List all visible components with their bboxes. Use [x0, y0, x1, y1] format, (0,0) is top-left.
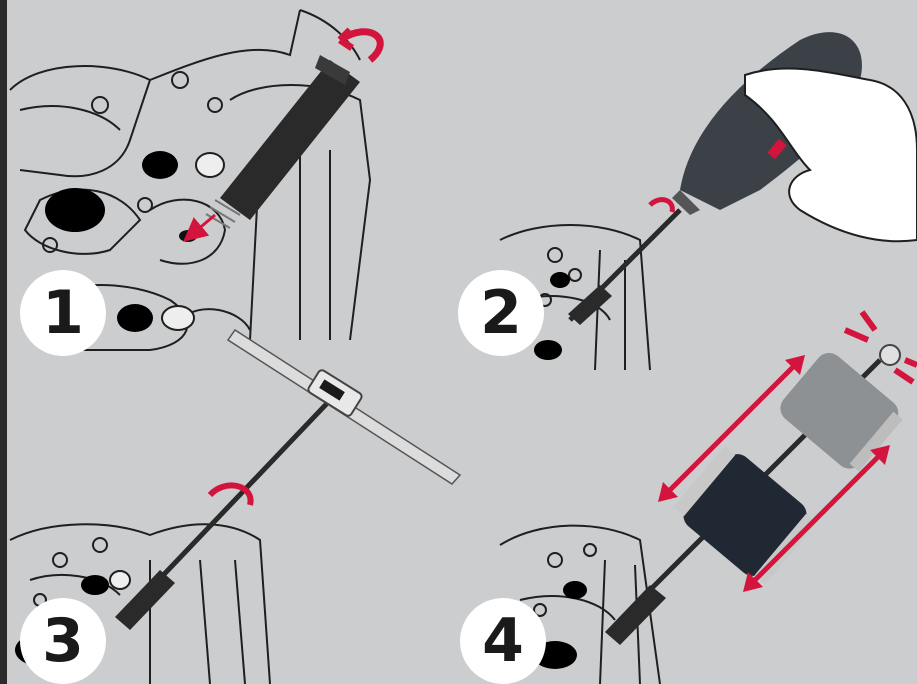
step-number: 2 — [480, 283, 522, 343]
panel-2-drill — [568, 32, 917, 325]
rotate-arrow-icon — [340, 30, 380, 60]
insert-arrow-icon — [190, 215, 215, 236]
panel-1-tap-adapter — [190, 30, 380, 236]
step-badge-4: 4 — [460, 598, 546, 684]
step-number: 4 — [482, 611, 524, 671]
step-badge-2: 2 — [458, 270, 544, 356]
rotate-arrow-icon — [650, 200, 672, 212]
panel-3-tap-wrench — [115, 330, 460, 630]
step-number: 1 — [42, 283, 84, 343]
step-badge-1: 1 — [20, 270, 106, 356]
step-number: 3 — [42, 611, 84, 671]
step-badge-3: 3 — [20, 598, 106, 684]
panel-4-slide-hammer — [605, 312, 917, 645]
